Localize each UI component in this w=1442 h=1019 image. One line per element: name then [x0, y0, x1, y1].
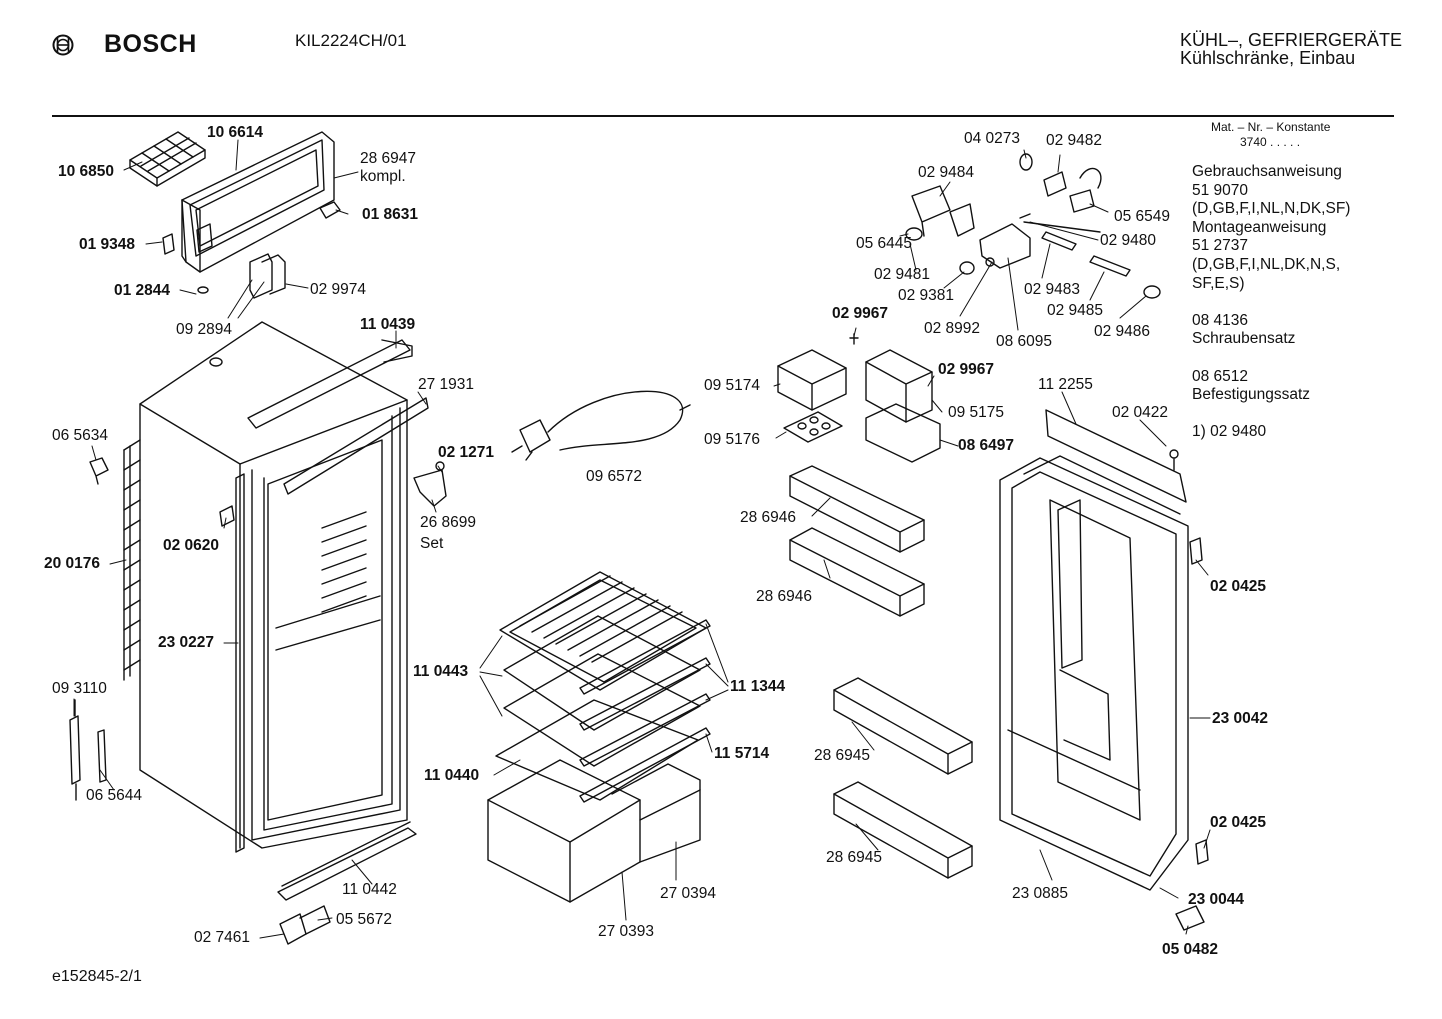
- info-line: Montageanweisung: [1192, 218, 1327, 236]
- part-label: 01 2844: [114, 282, 171, 299]
- part-label: 02 9381: [898, 287, 955, 304]
- info-panel: Gebrauchsanweisung 51 9070 (D,GB,F,I,NL,…: [1192, 163, 1350, 442]
- part-label: 02 0422: [1112, 404, 1169, 421]
- category-title: KÜHL–, GEFRIERGERÄTE: [1180, 30, 1403, 50]
- part-label: 26 8699: [420, 514, 477, 531]
- part-label: 11 5714: [714, 745, 770, 762]
- brand-name: BOSCH: [104, 30, 197, 58]
- part-label: 02 7461: [194, 929, 251, 946]
- part-label: 06 5644: [86, 787, 143, 804]
- part-label: 08 6497: [958, 437, 1015, 454]
- hinge-set-and-power-cord: [413, 390, 691, 507]
- info-line: 08 6512: [1192, 367, 1249, 385]
- info-line: 1) 02 9480: [1192, 423, 1267, 441]
- part-label: 28 6945: [826, 849, 883, 866]
- part-label: 28 6947: [360, 150, 417, 167]
- part-label: 11 0443: [413, 663, 469, 680]
- part-label: 06 5634: [52, 427, 109, 444]
- part-label: 23 0042: [1212, 710, 1269, 727]
- info-line: 51 9070: [1192, 181, 1249, 199]
- part-label: 02 9483: [1024, 281, 1081, 298]
- part-label: 28 6946: [756, 588, 813, 605]
- info-line: (D,GB,F,I,NL,N,DK,SF): [1192, 200, 1351, 218]
- part-label: 09 5174: [704, 377, 761, 394]
- door-bins: [789, 465, 973, 879]
- part-label: 02 0425: [1210, 814, 1267, 831]
- diagram-code: e152845-2/1: [52, 968, 142, 985]
- info-line: Befestigungssatz: [1192, 386, 1311, 404]
- header-divider: [52, 115, 1394, 117]
- part-label: 02 9482: [1046, 132, 1103, 149]
- part-label: 02 9481: [874, 266, 931, 283]
- info-line: 51 2737: [1192, 237, 1249, 255]
- part-label: 10 6850: [58, 163, 115, 180]
- part-label: 23 0885: [1012, 885, 1069, 902]
- part-label: 28 6946: [740, 509, 797, 526]
- part-label: kompl.: [360, 168, 406, 185]
- thermostat-control-parts: [849, 153, 1161, 345]
- leader-lines: [73, 139, 1211, 939]
- info-line: (D,GB,F,I,NL,DK,N,S,: [1192, 255, 1341, 273]
- part-label: 09 5176: [704, 431, 761, 448]
- part-label: 02 9967: [832, 305, 889, 322]
- part-label: Set: [420, 535, 444, 552]
- part-label: 08 6095: [996, 333, 1053, 350]
- part-label: 27 0394: [660, 885, 717, 902]
- part-label: 01 8631: [362, 206, 419, 223]
- refrigerator-shelves: [495, 571, 711, 803]
- part-label: 11 2255: [1038, 376, 1093, 393]
- part-label: 09 5175: [948, 404, 1005, 421]
- part-label: 02 9967: [938, 361, 995, 378]
- part-label: 05 6445: [856, 235, 913, 252]
- butter-and-egg-compartments: [777, 349, 941, 463]
- info-line: 08 4136: [1192, 311, 1249, 329]
- ice-tray: [129, 131, 206, 187]
- part-label: 09 6572: [586, 468, 643, 485]
- model-number: KIL2224CH/01: [295, 31, 407, 50]
- crisper-drawers: [487, 759, 701, 903]
- small-fittings-left: [69, 457, 417, 945]
- freezer-door: [162, 131, 341, 299]
- part-label: 05 6549: [1114, 208, 1171, 225]
- material-constant: 3740 . . . . .: [1240, 135, 1301, 149]
- info-line: Schraubensatz: [1192, 330, 1296, 348]
- part-label: 23 0227: [158, 634, 215, 651]
- part-label: 11 0442: [342, 881, 397, 898]
- part-label: 09 3110: [52, 680, 107, 697]
- part-label: 04 0273: [964, 130, 1021, 147]
- part-label: 02 8992: [924, 320, 981, 337]
- part-label: 09 2894: [176, 321, 233, 338]
- part-label: 11 1344: [730, 678, 786, 695]
- part-label: 02 9485: [1047, 302, 1104, 319]
- part-label: 11 0440: [424, 767, 480, 784]
- info-line: Gebrauchsanweisung: [1192, 163, 1342, 180]
- material-number-header: Mat. – Nr. – Konstante: [1211, 120, 1331, 134]
- part-label: 01 9348: [79, 236, 136, 253]
- part-label: 02 0620: [163, 537, 220, 554]
- part-label: 02 9974: [310, 281, 367, 298]
- bosch-armature-logo-icon: [52, 34, 74, 56]
- info-line: SF,E,S): [1192, 274, 1245, 292]
- part-label: 05 5672: [336, 911, 393, 928]
- part-label: 20 0176: [44, 555, 101, 572]
- part-label: 02 1271: [438, 444, 495, 461]
- part-label: 27 0393: [598, 923, 655, 940]
- part-label: 10 6614: [207, 124, 264, 141]
- category-subtitle: Kühlschränke, Einbau: [1180, 48, 1356, 68]
- refrigerator-cabinet: [123, 321, 429, 853]
- part-label: 02 9486: [1094, 323, 1151, 340]
- part-label: 02 0425: [1210, 578, 1267, 595]
- part-label: 05 0482: [1162, 941, 1219, 958]
- part-label: 02 9480: [1100, 232, 1157, 249]
- refrigerator-door: [999, 409, 1209, 931]
- part-label: 02 9484: [918, 164, 975, 181]
- part-label: 28 6945: [814, 747, 871, 764]
- part-label: 11 0439: [360, 316, 416, 333]
- part-label: 23 0044: [1188, 891, 1245, 908]
- part-label: 27 1931: [418, 376, 475, 393]
